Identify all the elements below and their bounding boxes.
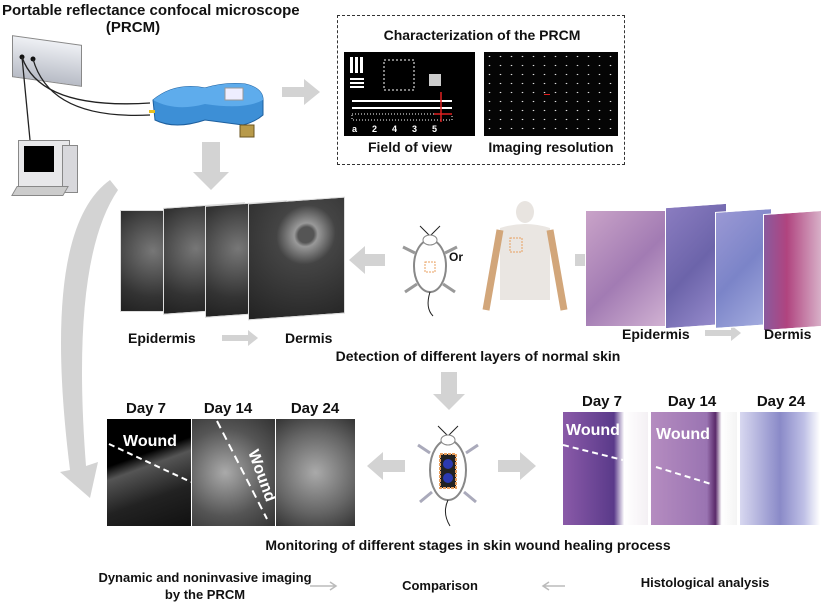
handheld-microscope-illustration [149,83,264,138]
svg-text:2: 2 [372,124,377,134]
arrow-epidermis-dermis-confocal [222,330,258,346]
confocal-image-4 [248,196,345,321]
wounded-mouse-illustration [417,425,479,527]
prcm-imaging-label-line2: by the PRCM [164,587,246,602]
arrow-down-to-wound [433,372,465,410]
histology-image-4 [763,209,822,332]
wound-label: Wound [566,422,620,439]
confocal-day-7-label: Day 7 [125,400,167,417]
computer-tower-illustration [62,145,78,193]
field-of-view-label: Field of view [367,139,453,155]
histological-analysis-label: Histological analysis [640,575,770,590]
wound-histology-day24 [740,412,820,525]
histo-dermis-label: Dermis [764,326,812,342]
histo-day-7-label: Day 7 [581,393,623,410]
wound-confocal-day24 [276,419,355,526]
title-line2: (PRCM) [105,19,161,36]
wound-confocal-day14: Wound [192,419,279,526]
arrow-left-to-confocal [349,246,385,274]
computer-illustration [18,140,70,187]
wound-histology-day14: Wound [651,412,737,525]
prcm-imaging-label-line1: Dynamic and noninvasive imaging [98,570,312,585]
wound-healing-caption: Monitoring of different stages in skin w… [265,537,671,553]
cables-illustration [19,54,151,141]
imaging-resolution-label: Imaging resolution [488,139,614,155]
arrow-down-to-confocal [193,142,229,190]
characterization-panel: Characterization of the PRCM a 2 4 3 5 [337,15,625,165]
field-of-view-image: a 2 4 3 5 [344,52,475,136]
svg-text:5: 5 [432,124,437,134]
histo-epidermis-label: Epidermis [622,326,690,342]
arrow-right-to-wound-histology [498,452,536,480]
arrow-left-to-wound-confocal [367,452,405,480]
normal-skin-caption: Detection of different layers of normal … [335,348,621,364]
curved-arrow-left [60,180,118,498]
histology-image-1 [585,210,677,327]
confocal-day-24-label: Day 24 [290,400,340,417]
imaging-resolution-image [484,52,618,136]
svg-text:3: 3 [412,124,417,134]
title-line1: Portable reflectance confocal microscope [2,2,300,19]
histo-day-14-label: Day 14 [667,393,717,410]
confocal-dermis-label: Dermis [285,330,333,346]
confocal-epidermis-label: Epidermis [128,330,196,346]
mouse-illustration [402,225,458,317]
confocal-day-14-label: Day 14 [203,400,253,417]
or-label: Or [449,250,464,264]
human-body-illustration [482,201,568,311]
arrow-to-comparison [310,581,338,591]
histo-day-24-label: Day 24 [756,393,806,410]
comparison-label: Comparison [402,578,478,593]
wound-label: Wound [656,426,710,443]
arrow-epidermis-dermis-histo [705,325,741,341]
wound-histology-day7: Wound [563,412,648,525]
arrow-from-histology [541,581,565,591]
wound-confocal-day7: Wound [107,419,191,526]
svg-text:a: a [352,124,358,134]
arrow-right-to-characterization [282,79,320,105]
svg-text:4: 4 [392,124,397,134]
wound-label: Wound [123,433,177,450]
characterization-title: Characterization of the PRCM [383,27,581,43]
